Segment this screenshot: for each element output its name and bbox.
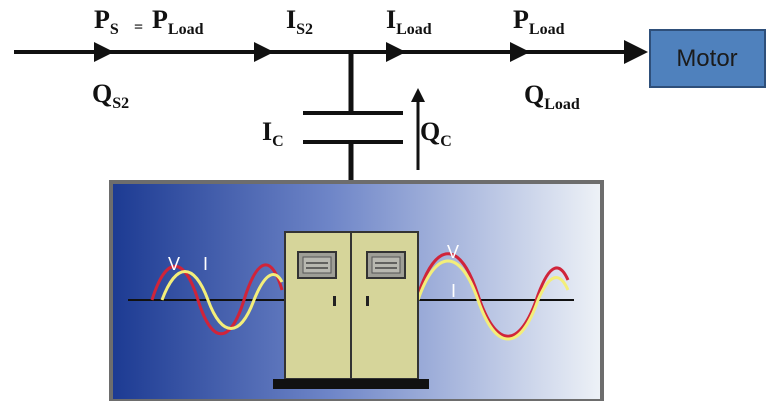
left-v-label: V: [168, 254, 180, 274]
label-pload-2: PLoad: [513, 5, 565, 38]
capacitor-cabinet: [273, 231, 429, 389]
left-current-wave: [160, 270, 284, 330]
flow-arrows: [94, 40, 648, 64]
arrow-head-2: [254, 42, 274, 62]
right-i-label: I: [451, 281, 456, 301]
arrow-head-4: [510, 42, 530, 62]
cabinet-base: [273, 379, 429, 389]
label-ps: PS: [94, 5, 119, 38]
motor-box: [649, 29, 766, 88]
label-qload: QLoad: [524, 80, 580, 113]
arrow-head-3: [386, 42, 406, 62]
left-i-label: I: [203, 254, 208, 274]
label-is2: IS2: [286, 5, 313, 38]
capacitor-plate-top: [303, 111, 403, 115]
label-qs2: QS2: [92, 79, 129, 112]
label-pload-1: PLoad: [152, 5, 204, 38]
capacitor-plate-bottom: [303, 140, 403, 144]
capacitor-bank-panel: V I V I: [111, 182, 602, 401]
right-v-label: V: [447, 242, 459, 262]
label-qc: QC: [420, 117, 452, 150]
left-voltage-wave: [150, 263, 284, 335]
cabinet-handle-left: [333, 296, 336, 306]
label-ic: IC: [262, 117, 284, 150]
right-current-wave: [416, 259, 570, 341]
cabinet-handle-right: [366, 296, 369, 306]
qc-arrow-head: [411, 88, 425, 102]
label-iload: ILoad: [386, 5, 432, 38]
motor-label: Motor: [676, 45, 737, 72]
arrow-head-5: [624, 40, 648, 64]
arrow-head-1: [94, 42, 114, 62]
right-voltage-wave: [416, 252, 570, 338]
label-equals: =: [134, 19, 143, 36]
panel-frame: [109, 180, 604, 401]
